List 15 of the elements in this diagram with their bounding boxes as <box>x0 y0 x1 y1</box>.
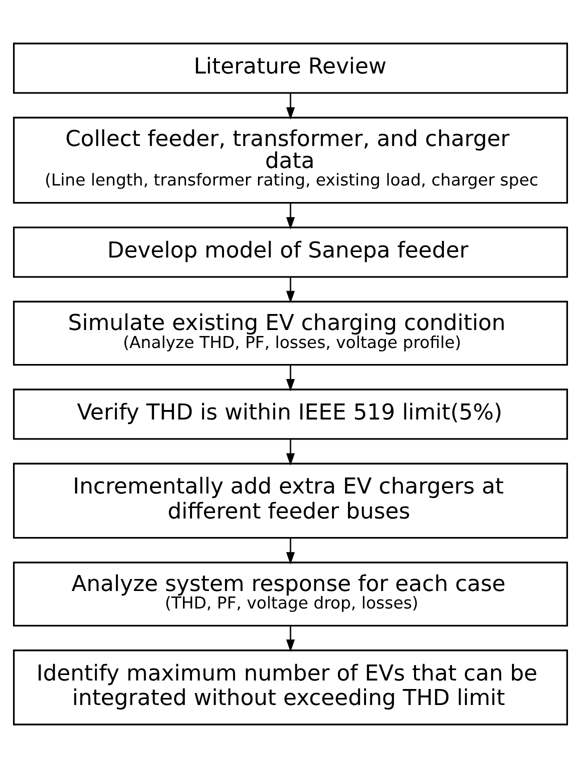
node-box: Verify THD is within IEEE 519 limit(5%) <box>13 388 568 440</box>
arrow <box>286 626 295 652</box>
node-box: Collect feeder, transformer, and charger data (Line length, transformer rating, existing load, charger spec <box>13 116 568 204</box>
node-box: Incrementally add extra EV chargers at different feeder buses <box>13 462 568 538</box>
arrow <box>286 276 295 303</box>
node-box: Literature Review <box>13 42 568 94</box>
arrow <box>286 202 295 230</box>
arrow <box>286 537 295 564</box>
arrow <box>286 92 295 120</box>
arrow <box>286 438 295 466</box>
node-box: Analyze system response for each case (THD, PF, voltage drop, losses) <box>13 561 568 626</box>
node-box: Develop model of Sanepa feeder <box>13 226 568 278</box>
node-box: Identify maximum number of EVs that can be integrated without exceeding THD limit <box>13 649 568 725</box>
arrow <box>286 364 295 391</box>
node-box: Simulate existing EV charging condition (Analyze THD, PF, losses, voltage profile) <box>13 300 568 366</box>
